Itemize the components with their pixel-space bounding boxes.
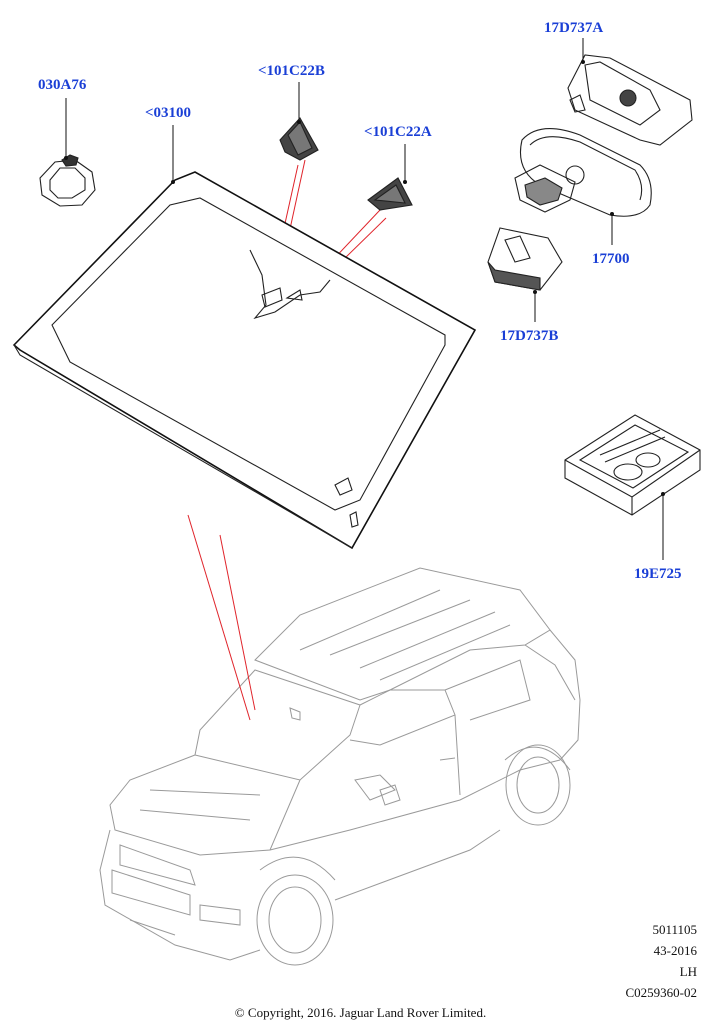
trim-left-part[interactable] [279, 117, 319, 161]
sensor-pad-part[interactable] [39, 154, 96, 207]
part-label-repair-kit[interactable]: 19E725 [634, 566, 682, 582]
vehicle-outline [99, 567, 581, 966]
part-label-mirror[interactable]: 17700 [592, 251, 630, 267]
mirror-cover-lower-part[interactable] [487, 227, 563, 291]
reference-line-3: LH [679, 964, 697, 979]
trim-right-part[interactable] [367, 177, 413, 211]
copyright-notice: © Copyright, 2016. Jaguar Land Rover Lim… [234, 1005, 487, 1020]
part-label-trim-right[interactable]: <101C22A [364, 124, 432, 140]
part-label-mirror-cover-upper[interactable]: 17D737A [544, 20, 604, 36]
mirror-cover-upper-part[interactable] [567, 54, 693, 146]
reference-line-1: 5011105 [652, 922, 697, 937]
leader-dots [64, 60, 665, 496]
part-label-sensor-pad[interactable]: 030A76 [38, 77, 87, 93]
leader-lines [65, 38, 664, 560]
windscreen-glass[interactable] [12, 171, 477, 550]
reference-line-4: C0259360-02 [625, 985, 698, 1000]
repair-kit-part[interactable] [564, 414, 701, 516]
part-label-trim-left[interactable]: <101C22B [258, 63, 325, 79]
rear-view-mirror-part[interactable] [514, 128, 652, 217]
reference-line-2: 43-2016 [653, 943, 697, 958]
part-label-windscreen[interactable]: <03100 [145, 105, 192, 121]
part-label-mirror-cover-lower[interactable]: 17D737B [500, 328, 559, 344]
